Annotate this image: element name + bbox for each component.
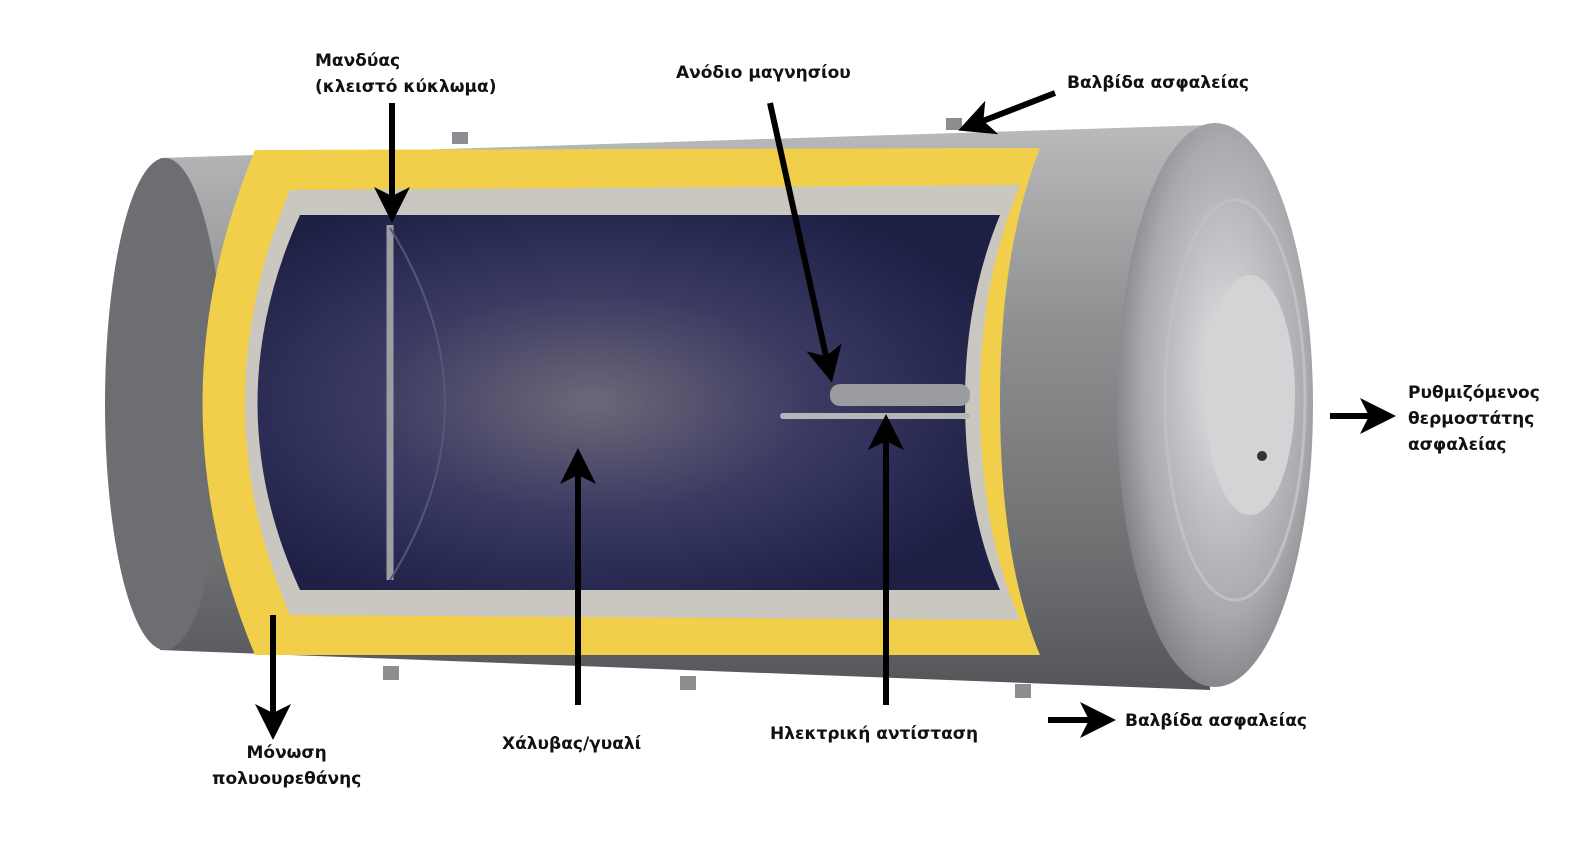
- label-thermostat-line3: ασφαλείας: [1408, 435, 1507, 455]
- valve-top-1: [452, 132, 468, 144]
- arrow-anode: [767, 102, 842, 383]
- anode-rod: [830, 384, 970, 406]
- label-safety-valve-bottom: Βαλβίδα ασφαλείας: [1125, 711, 1307, 731]
- arrow-valve-top: [958, 90, 1057, 135]
- heating-element-rod: [780, 413, 970, 419]
- label-insulation: Μόνωση πολυουρεθάνης: [212, 740, 361, 792]
- label-insulation-line1: Μόνωση: [246, 743, 327, 763]
- valve-top-2: [946, 118, 962, 130]
- label-thermostat: Ρυθμιζόμενος θερμοστάτης ασφαλείας: [1408, 380, 1540, 458]
- label-jacket-line1: Μανδύας: [315, 51, 401, 71]
- label-thermostat-line1: Ρυθμιζόμενος: [1408, 383, 1540, 403]
- label-jacket: Μανδύας (κλειστό κύκλωμα): [315, 48, 497, 100]
- label-insulation-line2: πολυουρεθάνης: [212, 769, 362, 789]
- label-steel-glass: Χάλυβας/γυαλί: [502, 734, 642, 754]
- label-safety-valve-top: Βαλβίδα ασφαλείας: [1067, 73, 1249, 93]
- label-anode: Ανόδιο μαγνησίου: [676, 63, 851, 83]
- label-heating-element: Ηλεκτρική αντίσταση: [770, 724, 979, 744]
- left-end-cap: [105, 158, 225, 650]
- label-jacket-line2: (κλειστό κύκλωμα): [315, 77, 497, 97]
- label-thermostat-line2: θερμοστάτης: [1408, 409, 1535, 429]
